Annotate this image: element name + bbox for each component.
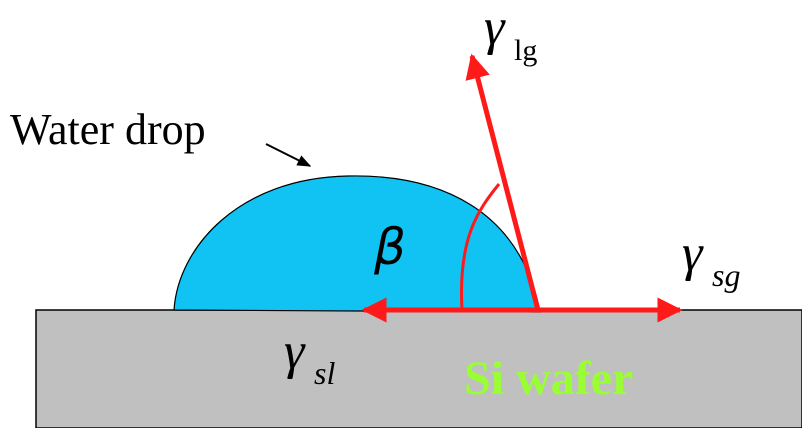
- drop-pointer-arrow: [265, 143, 312, 167]
- gamma-sg-symbol: γ: [682, 225, 704, 282]
- gamma-sg-label: γ sg: [682, 225, 740, 293]
- gamma-sg-subscript: sg: [712, 257, 740, 293]
- si-wafer: [35, 309, 802, 428]
- gamma-sl-symbol: γ: [284, 323, 306, 380]
- gamma-lg-vector: [465, 53, 541, 311]
- gamma-lg-subscript: lg: [514, 34, 537, 67]
- contact-angle-arc: [459, 183, 501, 311]
- water-drop: [173, 175, 541, 313]
- gamma-lg-label: γ lg: [484, 0, 537, 67]
- substrate-label: Si wafer: [464, 352, 633, 405]
- gamma-sl-subscript: sl: [314, 355, 335, 391]
- gamma-sl-label: γ sl: [284, 323, 335, 391]
- drop-label: Water drop: [10, 105, 206, 154]
- angle-beta-label: β: [373, 218, 406, 276]
- gamma-lg-symbol: γ: [484, 0, 506, 56]
